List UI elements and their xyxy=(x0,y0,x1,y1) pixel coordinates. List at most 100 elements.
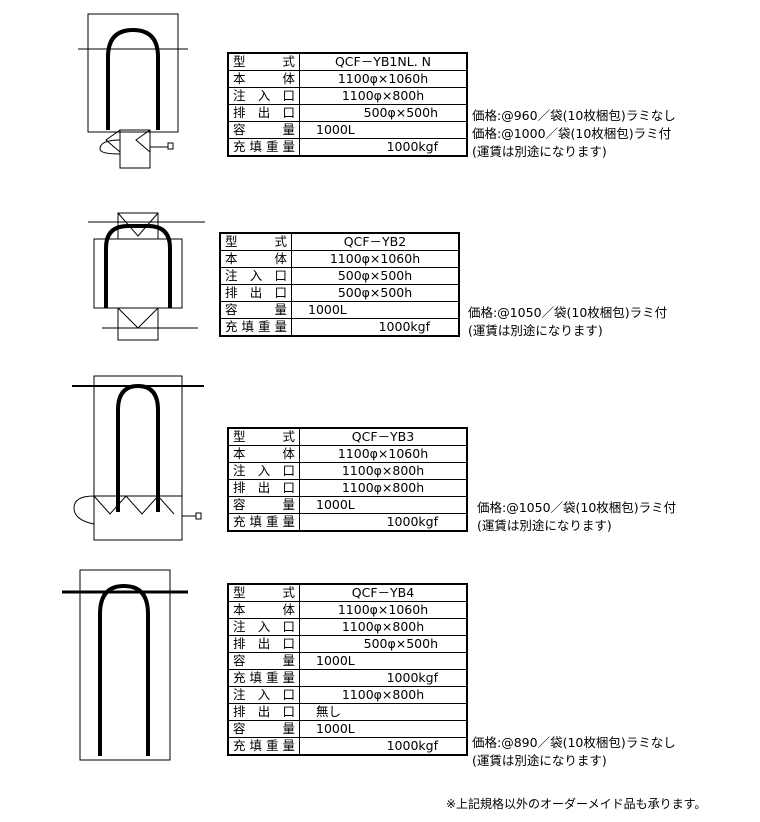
spec-value: 1100φ×800h xyxy=(299,618,468,636)
spec-value: 500φ×500h xyxy=(299,635,468,653)
spec-label: 排出口 xyxy=(227,104,300,122)
spec-label: 排出口 xyxy=(219,284,292,302)
spec-value: QCF－YB3 xyxy=(299,427,468,446)
spec-label: 容 量 xyxy=(227,496,300,514)
price-line: 価格:@1000／袋(10枚梱包)ラミ付 xyxy=(472,126,672,141)
price-note: (運賃は別途になります) xyxy=(477,518,612,533)
spec-label: 容 量 xyxy=(219,301,292,319)
spec-value: 1100φ×1060h xyxy=(299,445,468,463)
price-note-yb1: 価格:@960／袋(10枚梱包)ラミなし 価格:@1000／袋(10枚梱包)ラミ… xyxy=(472,107,676,161)
spec-value: 1000L xyxy=(291,301,460,319)
spec-value: 1100φ×800h xyxy=(299,87,468,105)
price-note-yb3: 価格:@1050／袋(10枚梱包)ラミ付 (運賃は別途になります) xyxy=(477,499,676,535)
spec-label: 本 体 xyxy=(227,70,300,88)
price-note: (運賃は別途になります) xyxy=(468,323,603,338)
spec-label: 本 体 xyxy=(227,601,300,619)
spec-value: 1000kgf xyxy=(291,318,460,337)
spec-value: 1000L xyxy=(299,496,468,514)
spec-label: 型 式 xyxy=(227,52,300,71)
spec-value: 無し xyxy=(299,703,468,721)
bag-diagram-yb3 xyxy=(72,375,204,541)
spec-label: 注入口 xyxy=(227,87,300,105)
spec-label: 注入口 xyxy=(219,267,292,285)
price-line: 価格:@890／袋(10枚梱包)ラミなし xyxy=(472,735,676,750)
spec-value: 1100φ×1060h xyxy=(299,601,468,619)
spec-label: 充填重量 xyxy=(227,737,300,756)
spec-label: 排出口 xyxy=(227,479,300,497)
spec-label: 充填重量 xyxy=(227,513,300,532)
spec-label: 型 式 xyxy=(227,583,300,602)
spec-label: 容 量 xyxy=(227,720,300,738)
spec-label: 容 量 xyxy=(227,652,300,670)
spec-label: 排出口 xyxy=(227,703,300,721)
spec-value: 500φ×500h xyxy=(291,284,460,302)
spec-row: 排出口無し xyxy=(227,703,468,721)
spec-value: 1000kgf xyxy=(299,737,468,756)
spec-value: 1000kgf xyxy=(299,138,468,157)
spec-value: QCF－YB2 xyxy=(291,232,460,251)
spec-value: 1000kgf xyxy=(299,669,468,687)
bag-diagram-yb4 xyxy=(62,569,188,761)
spec-value: 1000L xyxy=(299,720,468,738)
spec-label: 容 量 xyxy=(227,121,300,139)
price-note-yb4: 価格:@890／袋(10枚梱包)ラミなし (運賃は別途になります) xyxy=(472,734,676,770)
spec-label: 注入口 xyxy=(227,462,300,480)
spec-label: 本 体 xyxy=(219,250,292,268)
spec-value: 500φ×500h xyxy=(291,267,460,285)
spec-label: 注入口 xyxy=(227,686,300,704)
spec-value: 1000L xyxy=(299,652,468,670)
spec-value: QCF－YB1NL. N xyxy=(299,52,468,71)
price-line: 価格:@1050／袋(10枚梱包)ラミ付 xyxy=(468,305,668,320)
price-line: 価格:@960／袋(10枚梱包)ラミなし xyxy=(472,108,676,123)
spec-value: 1000L xyxy=(299,121,468,139)
bag-diagram-yb2 xyxy=(88,212,205,341)
price-note: (運賃は別途になります) xyxy=(472,753,607,768)
spec-value: 1100φ×800h xyxy=(299,462,468,480)
spec-label: 充填重量 xyxy=(227,138,300,157)
footnote: ※上記規格以外のオーダーメイド品も承ります。 xyxy=(446,797,707,811)
spec-label: 注入口 xyxy=(227,618,300,636)
spec-label: 本 体 xyxy=(227,445,300,463)
spec-value: 1100φ×800h xyxy=(299,479,468,497)
spec-value: 500φ×500h xyxy=(299,104,468,122)
price-line: 価格:@1050／袋(10枚梱包)ラミ付 xyxy=(477,500,677,515)
price-note: (運賃は別途になります) xyxy=(472,144,607,159)
spec-label: 型 式 xyxy=(227,427,300,446)
spec-label: 型 式 xyxy=(219,232,292,251)
spec-value: 1100φ×800h xyxy=(299,686,468,704)
spec-value: 1100φ×1060h xyxy=(291,250,460,268)
spec-value: 1000kgf xyxy=(299,513,468,532)
spec-label: 充填重量 xyxy=(219,318,292,337)
